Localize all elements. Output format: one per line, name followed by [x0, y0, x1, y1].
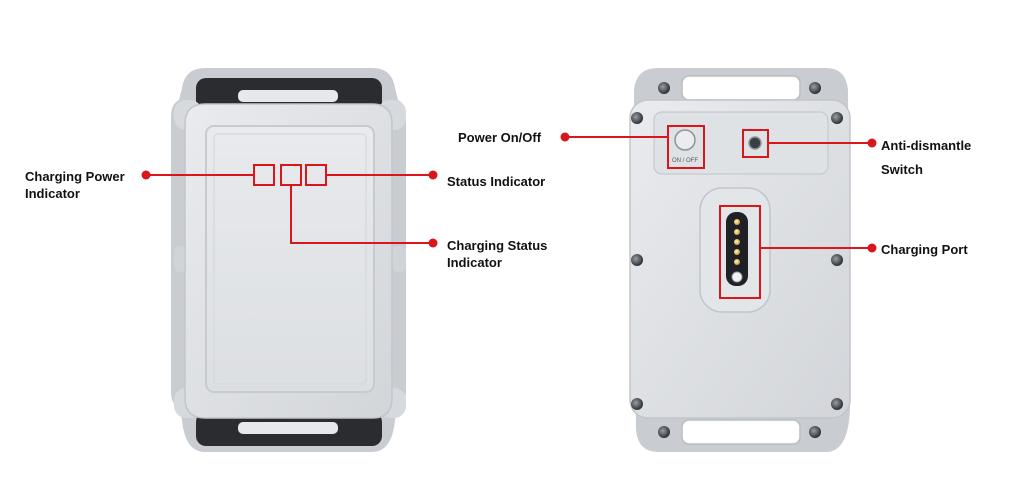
charging-pin	[734, 259, 740, 265]
front-panel-inner	[213, 133, 367, 385]
charging-status-indicator-line2: Indicator	[447, 255, 502, 270]
charging-power-indicator-label: Charging Power Indicator	[25, 168, 125, 202]
front-device	[171, 68, 406, 452]
callout-dot	[428, 170, 438, 180]
screw-icon	[631, 398, 643, 410]
status-indicator-label: Status Indicator	[447, 173, 545, 190]
charging-pin	[734, 219, 740, 225]
screw-icon	[658, 426, 670, 438]
power-on-off-box	[667, 125, 705, 169]
charging-pin	[734, 249, 740, 255]
screw-icon	[658, 82, 670, 94]
anti-dismantle-switch-label: Anti-dismantle Switch	[881, 134, 971, 182]
callout-dot	[428, 238, 438, 248]
power-on-off-text: Power On/Off	[458, 130, 542, 145]
charging-port-box	[719, 205, 761, 299]
screw-icon	[631, 112, 643, 124]
back-device: ON / OFF	[629, 68, 851, 452]
front-panel	[205, 125, 375, 393]
callout-dots	[141, 132, 877, 253]
charging-status-indicator-line1: Charging Status	[447, 238, 548, 253]
charging-port-magnet	[731, 271, 743, 283]
charging-pin	[734, 229, 740, 235]
back-top-slot	[681, 75, 801, 101]
screw-icon	[809, 82, 821, 94]
front-right-mid-bump	[392, 246, 406, 272]
screw-icon	[831, 398, 843, 410]
charging-pins	[731, 219, 743, 283]
power-on-off-label: Power On/Off	[458, 129, 541, 146]
charging-status-indicator-label: Charging Status Indicator	[447, 237, 547, 271]
charging-port-text: Charging Port	[881, 242, 968, 257]
anti-dismantle-line1: Anti-dismantle	[881, 138, 972, 153]
power-button-marking: ON / OFF	[672, 158, 698, 164]
back-bottom-slot	[681, 419, 801, 445]
charging-status-leader	[290, 185, 433, 244]
status-indicator-text: Status Indicator	[447, 174, 546, 189]
callout-dot	[867, 243, 877, 253]
anti-dismantle-line2: Switch	[881, 162, 923, 177]
charging-port-label: Charging Port	[881, 241, 968, 258]
front-top-slot	[238, 90, 338, 102]
front-bottom-slot	[238, 422, 338, 434]
callout-dot	[560, 132, 570, 142]
screw-icon	[631, 254, 643, 266]
callout-dot	[141, 170, 151, 180]
anti-dismantle-switch[interactable]	[748, 136, 762, 150]
screw-icon	[831, 254, 843, 266]
power-button[interactable]	[674, 129, 696, 151]
screw-icon	[809, 426, 821, 438]
charging-power-indicator-line1: Charging Power	[25, 169, 125, 184]
charging-pin	[734, 239, 740, 245]
charging-power-indicator-line2: Indicator	[25, 186, 80, 201]
callout-dot	[867, 138, 877, 148]
screw-icon	[831, 112, 843, 124]
back-screws	[631, 82, 843, 438]
callouts	[146, 125, 872, 299]
